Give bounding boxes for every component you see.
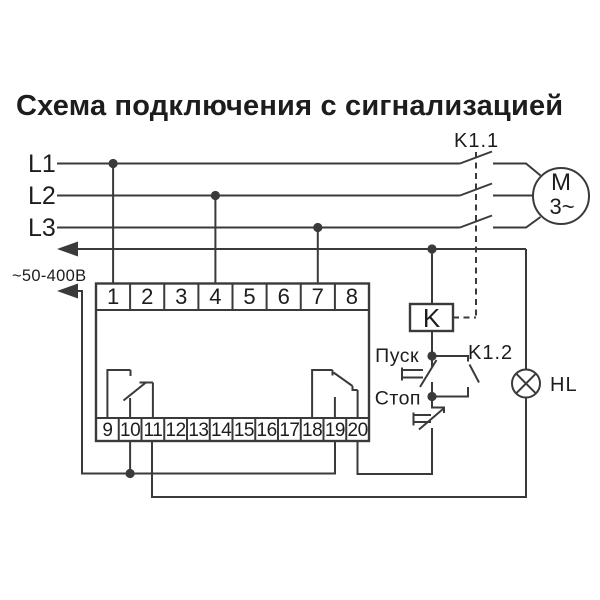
k12-top-rail (432, 355, 469, 362)
control-wire-return (74, 290, 336, 475)
wire-l1-to-motor (493, 162, 542, 177)
coil-k: K (408, 249, 455, 356)
start-button-label: Пуск (375, 345, 419, 367)
junction-dot-l2 (210, 190, 220, 201)
terminal-16: 16 (257, 420, 277, 441)
stop-pushbutton-actuator-icon (412, 412, 431, 426)
terminal-15: 15 (234, 420, 254, 441)
terminal-8: 8 (346, 284, 358, 309)
bottom-terminal-dividers (117, 418, 348, 441)
terminal-10: 10 (120, 420, 140, 441)
voltage-label: ~50-400В (12, 267, 86, 285)
relay-contact-right (311, 369, 359, 418)
k12-bottom-rail (432, 387, 469, 398)
k11-label: K1.1 (454, 130, 499, 152)
supply-arrow-bottom-icon (57, 283, 78, 299)
lamp-hl: HL (151, 249, 578, 498)
wire-l3-to-motor (493, 216, 542, 229)
wire-lamp-to-terminal11 (151, 397, 527, 498)
k12-blade (468, 364, 480, 383)
terminal-19: 19 (325, 420, 345, 441)
motor-letter: M (551, 169, 571, 196)
motor-circle (532, 167, 590, 225)
terminal-14: 14 (211, 420, 232, 441)
relay-contact-left (106, 369, 154, 418)
phase-l2-label: L2 (28, 182, 56, 210)
stop-button-label: Стоп (375, 388, 421, 410)
top-terminal-dividers (129, 283, 336, 310)
motor-type: 3~ (549, 194, 574, 219)
junction-dot-start (427, 351, 437, 361)
terminal-4: 4 (209, 284, 221, 309)
motor: M 3~ (532, 167, 590, 225)
contact-k12: K1.2 (432, 342, 513, 398)
junction-dot-bottom (125, 468, 135, 479)
phase-lines (57, 150, 542, 229)
terminal-6: 6 (278, 284, 290, 309)
terminal-11: 11 (144, 420, 163, 441)
page-title: Схема подключения с сигнализацией (16, 90, 563, 122)
lamp-label: HL (550, 374, 578, 396)
terminal-17: 17 (279, 420, 299, 441)
contactor-k11: K1.1 (453, 130, 499, 319)
k11-blade-l3 (459, 214, 493, 229)
stop-button: Стоп (375, 388, 445, 431)
terminal-7: 7 (312, 284, 324, 309)
terminal-1: 1 (107, 284, 119, 309)
terminal-18: 18 (302, 420, 322, 441)
stop-upper-stub (431, 396, 445, 413)
start-contact-blade (419, 359, 438, 388)
terminal-20: 20 (348, 420, 368, 441)
terminal-3: 3 (175, 284, 187, 309)
k12-label: K1.2 (468, 342, 513, 364)
junction-dots (108, 158, 437, 479)
supply-arrow-top-icon (57, 241, 78, 257)
control-supply: ~50-400В (12, 241, 526, 475)
junction-dot-stop (427, 391, 437, 402)
terminal-12: 12 (166, 420, 186, 441)
start-button: Пуск (375, 345, 438, 397)
phase-l1-label: L1 (28, 150, 56, 178)
junction-dot-l3 (313, 222, 323, 233)
bottom-wiring (129, 428, 433, 475)
terminal-13: 13 (188, 420, 208, 441)
phase-terminal-drops (112, 163, 319, 284)
wire-terminal20-to-stop (356, 428, 433, 475)
phase-l3-label: L3 (28, 214, 56, 242)
relay-device: 1 2 3 4 5 6 7 8 9 10 11 12 13 14 15 16 1… (94, 282, 371, 443)
terminal-5: 5 (243, 284, 255, 309)
start-pushbutton-actuator-icon (401, 367, 423, 381)
stop-contact-blade (418, 408, 444, 431)
junction-dot-l1 (108, 158, 118, 169)
lamp-cross-icon (515, 372, 537, 395)
coil-label: K (423, 303, 441, 333)
terminal-9: 9 (102, 420, 112, 441)
terminal-2: 2 (141, 284, 153, 309)
junction-dot-control-top (427, 244, 437, 254)
